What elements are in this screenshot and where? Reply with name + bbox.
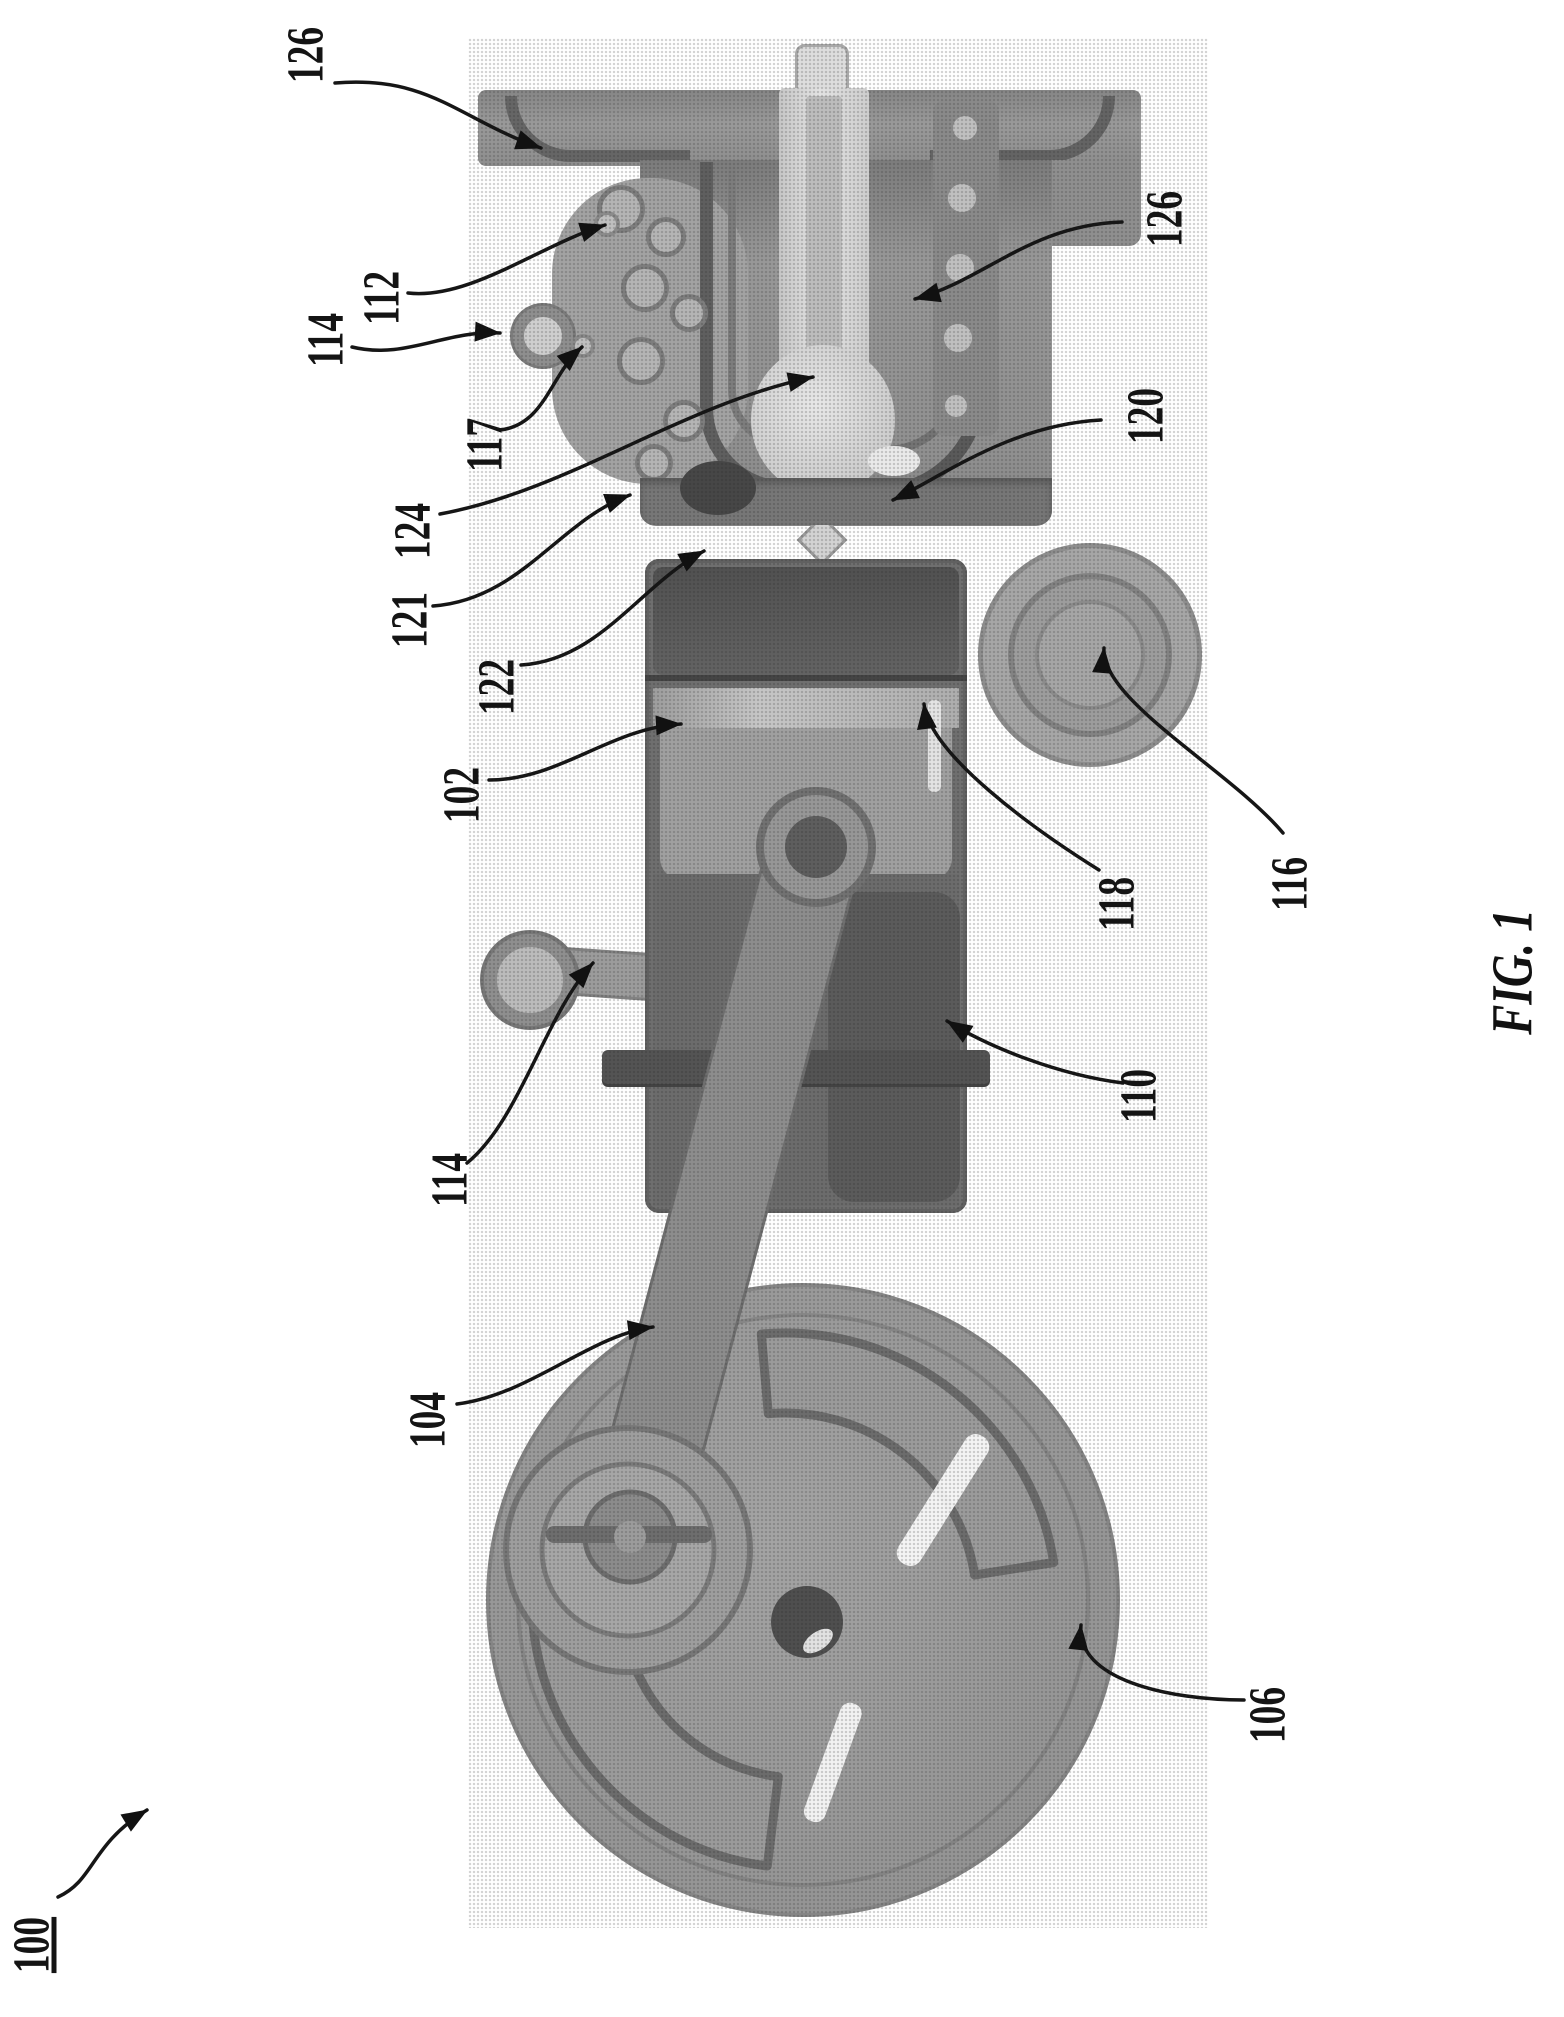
valve-stem-seal-ring bbox=[513, 306, 573, 366]
deck-parting-line bbox=[645, 675, 967, 681]
piston-crown-band bbox=[653, 688, 959, 728]
leader-120 bbox=[891, 418, 1103, 502]
leader-114-top bbox=[350, 321, 502, 352]
ref-label-126-right: 126 bbox=[1136, 190, 1194, 248]
ref-label-102: 102 bbox=[433, 766, 491, 824]
ref-label-112: 112 bbox=[353, 270, 411, 326]
leader-124 bbox=[438, 372, 815, 516]
ref-label-121: 121 bbox=[381, 591, 439, 649]
leader-112 bbox=[406, 222, 607, 296]
ref-label-104: 104 bbox=[399, 1391, 457, 1449]
leader-102 bbox=[487, 715, 683, 782]
valve-spring-icon bbox=[617, 337, 665, 385]
valve-cap-icon bbox=[941, 391, 971, 421]
crankcase-wall bbox=[828, 892, 960, 1202]
spark-plug-insulator bbox=[751, 345, 895, 495]
leader-106 bbox=[1068, 1623, 1246, 1702]
counterweight-slot-upper bbox=[756, 1328, 1059, 1580]
spark-plug-terminal bbox=[795, 44, 849, 96]
leader-114-mid bbox=[465, 961, 595, 1165]
leader-118 bbox=[917, 702, 1101, 872]
crank-hub-center bbox=[614, 1521, 646, 1553]
ref-label-114-mid: 114 bbox=[421, 1152, 479, 1208]
valve-spring-icon bbox=[646, 217, 686, 257]
ref-label-126-left: 126 bbox=[277, 26, 335, 84]
ref-label-110: 110 bbox=[1110, 1068, 1168, 1124]
leader-126-left bbox=[333, 80, 543, 150]
leader-116 bbox=[1092, 646, 1285, 835]
valve-cap-icon bbox=[949, 112, 981, 144]
valve-face-highlight bbox=[868, 446, 920, 476]
valve-cap-icon bbox=[944, 180, 980, 216]
slot-highlight-icon bbox=[896, 1434, 990, 1566]
piston-pin bbox=[785, 816, 847, 878]
ref-label-100: 100 bbox=[3, 1916, 61, 1974]
hole-highlight-icon bbox=[803, 1628, 833, 1654]
cylinder-bore-shadow bbox=[653, 567, 959, 675]
ref-label-116: 116 bbox=[1261, 856, 1319, 912]
leader-117 bbox=[498, 345, 584, 432]
ref-label-106: 106 bbox=[1239, 1686, 1297, 1744]
ref-label-122: 122 bbox=[468, 658, 526, 716]
ref-label-120: 120 bbox=[1117, 387, 1175, 445]
piston-ring-center bbox=[1035, 600, 1145, 710]
valve-cap-icon bbox=[940, 320, 976, 356]
ref-label-118: 118 bbox=[1088, 876, 1146, 932]
leader-126-right bbox=[913, 220, 1124, 303]
slot-highlight-icon bbox=[803, 1702, 862, 1823]
figure-caption: FIG. 1 bbox=[1479, 909, 1545, 1035]
ref-label-117: 117 bbox=[456, 417, 514, 473]
valve-spring-icon bbox=[670, 294, 708, 332]
ref-label-124: 124 bbox=[384, 502, 442, 560]
leader-122 bbox=[519, 549, 706, 667]
leader-100 bbox=[56, 1808, 149, 1899]
leader-110 bbox=[945, 1019, 1125, 1085]
ref-label-114-top: 114 bbox=[297, 312, 355, 368]
valve-spring-icon bbox=[621, 264, 669, 312]
combustion-chamber-recess bbox=[680, 461, 756, 515]
leader-104 bbox=[455, 1320, 655, 1406]
leader-121 bbox=[431, 493, 632, 608]
